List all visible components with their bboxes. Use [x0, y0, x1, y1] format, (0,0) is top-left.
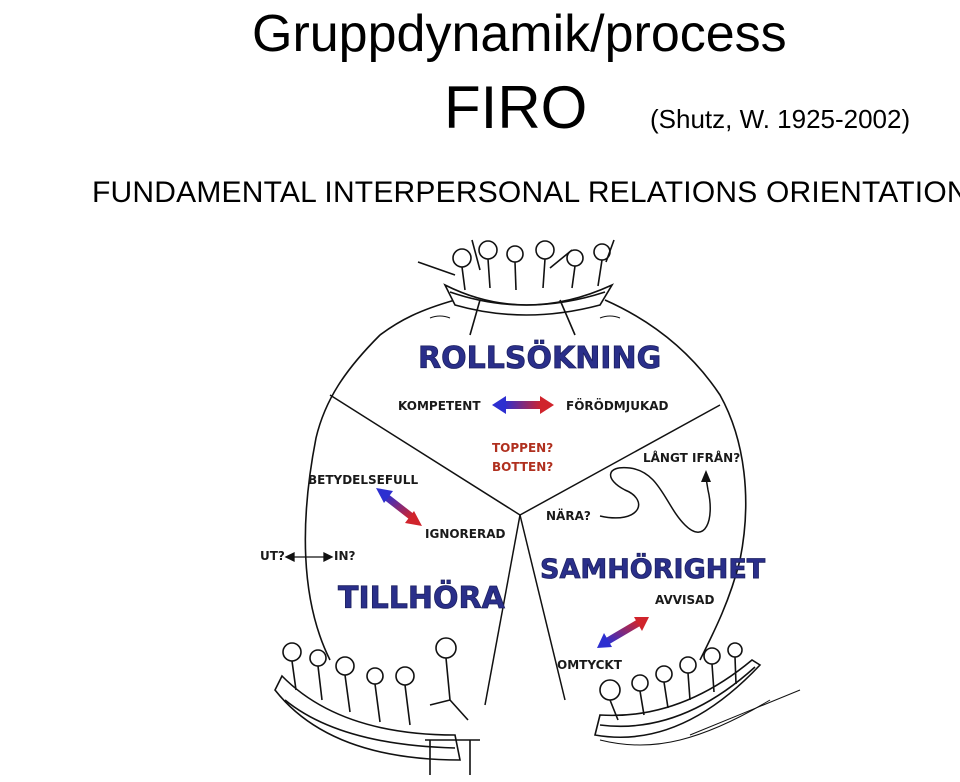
partition-left — [329, 394, 521, 516]
label-ut: UT? — [260, 549, 285, 563]
question-toppen: TOPPEN? — [492, 441, 553, 455]
pole-ignorerad: IGNORERAD — [425, 527, 506, 541]
partition-bottom-right — [519, 514, 566, 701]
double-arrow-liked-rejected — [597, 617, 649, 648]
section-title-tillhora: TILLHÖRA — [338, 579, 506, 616]
label-in: IN? — [334, 549, 356, 563]
partition-bottom-left — [484, 514, 521, 706]
pole-omtyckt: OMTYCKT — [557, 658, 623, 672]
section-title-samhorighet: SAMHÖRIGHET — [540, 552, 766, 585]
subtitle: FUNDAMENTAL INTERPERSONAL RELATIONS ORIE… — [92, 176, 960, 209]
question-botten: BOTTEN? — [492, 460, 553, 474]
double-arrow-significant-ignored — [376, 488, 422, 526]
double-arrow-competent-humiliated — [492, 396, 554, 414]
pole-forodmjukad: FÖRÖDMJUKAD — [566, 398, 669, 413]
label-nara: NÄRA? — [546, 508, 591, 523]
pole-betydelsefull: BETYDELSEFULL — [308, 473, 418, 487]
rowboat-right-icon — [594, 642, 801, 746]
label-langt-ifran: LÅNGT IFRÅN? — [643, 450, 740, 465]
arrow-out-in — [284, 551, 334, 563]
winding-arrow-head — [701, 470, 711, 482]
rowboat-top-icon — [417, 239, 621, 336]
winding-path-arrow — [599, 466, 711, 533]
pole-kompetent: KOMPETENT — [398, 399, 481, 413]
acronym-title: FIRO — [444, 74, 588, 141]
partition-right — [519, 404, 721, 516]
pole-avvisad: AVVISAD — [655, 593, 714, 607]
section-title-rollsokning: ROLLSÖKNING — [418, 339, 661, 376]
rowboat-left-icon — [274, 637, 480, 775]
author-credit: (Shutz, W. 1925-2002) — [650, 104, 911, 134]
page-title: Gruppdynamik/process — [252, 5, 787, 63]
